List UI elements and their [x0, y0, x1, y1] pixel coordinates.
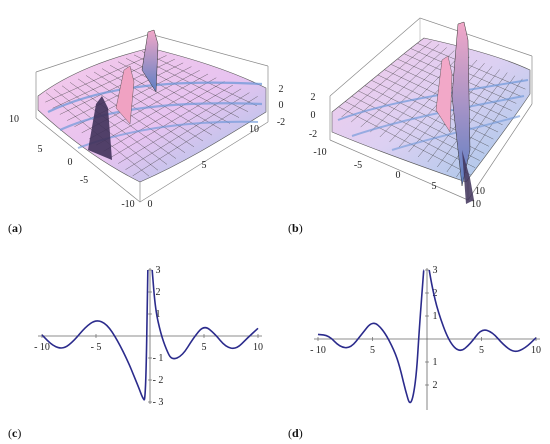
- x-tick-label-b: 10: [471, 199, 481, 210]
- x-tick-label-b: 0: [396, 170, 401, 181]
- panel-label-d: (d): [288, 426, 303, 440]
- panel-label-a: (a): [8, 221, 22, 235]
- series-line: [41, 269, 149, 401]
- mesh-line: [96, 77, 217, 146]
- x-tick-label: 10: [531, 345, 541, 356]
- mesh-line: [437, 72, 508, 168]
- z-tick-label-a: 2: [279, 84, 284, 95]
- x-tick-label-b: -10: [313, 147, 326, 158]
- x-tick-label: 5: [479, 345, 484, 356]
- mesh-line: [110, 84, 233, 158]
- series-line: [428, 269, 537, 353]
- ridge-b-3: [391, 115, 521, 151]
- y-tick-label: - 1: [153, 353, 164, 364]
- z-tick-label-b: 2: [311, 92, 316, 103]
- line-plot-d: - 10 5 5 10 3 2 1 1 2: [310, 265, 541, 410]
- y-tick-label-b: 10: [475, 186, 485, 197]
- y-tick-label: 2: [433, 380, 438, 391]
- mesh-line: [117, 61, 231, 124]
- ridge-b-2: [351, 95, 525, 137]
- x-tick-label-a: 0: [68, 157, 73, 168]
- x-tick-label-a: -5: [80, 175, 88, 186]
- z-tick-label-a: -2: [277, 117, 285, 128]
- mesh-line: [118, 88, 242, 164]
- tick-labels-a: 10 5 0 -5 -10 0 5 10 2 0 -2: [9, 84, 285, 210]
- x-tick-label-b: 5: [432, 181, 437, 192]
- y-tick-label: 1: [433, 357, 438, 368]
- y-tick-label: - 3: [153, 397, 164, 408]
- x-tick-label-b: -5: [354, 160, 362, 171]
- surface-b: [331, 37, 531, 183]
- y-tick-label: 2: [156, 287, 161, 298]
- mesh-line: [132, 96, 258, 177]
- mesh-line: [125, 92, 250, 170]
- ridge-a-2: [59, 102, 263, 132]
- x-tick-label: - 5: [91, 342, 102, 353]
- y-tick-label: 3: [156, 265, 161, 276]
- x-tick-label-a: -10: [121, 199, 134, 210]
- y-tick-label-a: 10: [249, 124, 259, 135]
- series-line: [151, 269, 259, 360]
- mesh-line: [103, 81, 225, 152]
- singularity-spike-a-3: [115, 65, 135, 125]
- y-tick-label: 2: [433, 288, 438, 299]
- y-tick-label-a: 5: [202, 160, 207, 171]
- panel-label-c: (c): [8, 426, 21, 440]
- x-tick-label: 10: [253, 342, 263, 353]
- ridge-b-1: [337, 79, 529, 121]
- z-tick-label-b: -2: [309, 129, 317, 140]
- x-tick-label: - 10: [34, 342, 50, 353]
- x-tick-label: - 10: [310, 345, 326, 356]
- singularity-spike-b-2: [435, 55, 453, 133]
- z-tick-label-b: 0: [311, 110, 316, 121]
- singularity-spike-a-2: [141, 29, 159, 93]
- panel-label-b: (b): [288, 221, 303, 235]
- x-tick-label-a: 5: [38, 144, 43, 155]
- y-tick-label: - 2: [153, 375, 164, 386]
- surface-plot-a: 10 5 0 -5 -10 0 5 10 2 0 -2: [9, 29, 285, 210]
- mesh-line: [446, 75, 516, 173]
- singularity-spike-b-1: [451, 21, 471, 187]
- z-tick-label-a: 0: [279, 100, 284, 111]
- tick-labels-b: -10 -5 0 5 10 10 2 0 -2: [309, 92, 485, 210]
- y-tick-label: 1: [433, 311, 438, 322]
- mesh-line: [417, 43, 526, 90]
- series-line: [317, 269, 425, 404]
- surface-plot-b: -10 -5 0 5 10 10 2 0 -2: [309, 17, 533, 210]
- x-tick-label: 5: [202, 342, 207, 353]
- x-tick-label-a: 10: [9, 114, 19, 125]
- singularity-spike-b-3: [462, 150, 474, 204]
- x-tick-label: 5: [370, 345, 375, 356]
- y-tick-label: 3: [433, 265, 438, 276]
- line-plot-c: - 10 - 5 5 10 3 2 1 - 1 - 2 - 3: [34, 265, 263, 408]
- singularity-spike-a-1: [88, 96, 112, 160]
- y-tick-label-a: 0: [148, 199, 153, 210]
- y-tick-label: 1: [156, 309, 161, 320]
- mesh-line: [141, 51, 258, 107]
